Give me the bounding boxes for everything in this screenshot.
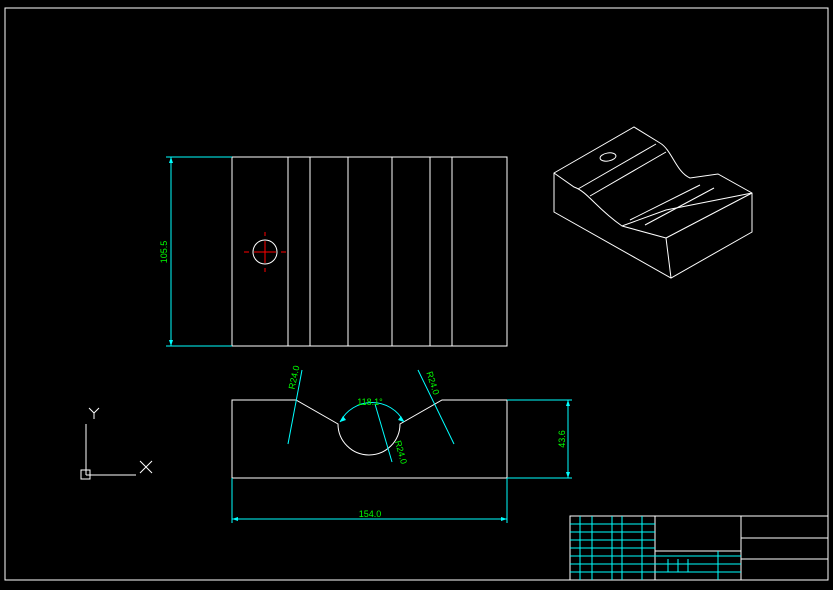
- iso-edge: [621, 225, 667, 239]
- iso-groove-line: [644, 187, 715, 226]
- top-view[interactable]: [231, 156, 508, 347]
- dim-text-radius-bottom: R24.0: [393, 439, 409, 465]
- dim-height-left[interactable]: [166, 156, 232, 347]
- dim-text-angle: 118.1°: [357, 397, 383, 407]
- front-view[interactable]: [231, 399, 508, 479]
- iso-groove-line: [629, 184, 701, 221]
- iso-edge: [665, 192, 753, 239]
- dim-text-radius-left: R24.0: [287, 365, 302, 391]
- title-block-grid: [570, 516, 741, 580]
- dim-width-bottom[interactable]: [231, 478, 508, 523]
- iso-groove-line: [577, 143, 657, 190]
- dim-text-height-right: 43.6: [557, 430, 567, 448]
- front-view-outline: [231, 399, 508, 479]
- iso-groove-line: [589, 151, 667, 197]
- dim-text-radius-right: R24.0: [424, 370, 441, 396]
- dim-angle[interactable]: [339, 401, 405, 423]
- drawing-border: [4, 7, 829, 581]
- hole-circle: [252, 239, 278, 265]
- iso-outline: [553, 126, 753, 279]
- isometric-view[interactable]: [553, 126, 753, 279]
- iso-edge: [553, 172, 753, 227]
- top-view-outline: [231, 156, 508, 347]
- dim-text-height-left: 105.5: [159, 241, 169, 264]
- dim-height-right[interactable]: [507, 399, 572, 479]
- ucs-icon: [80, 407, 153, 480]
- iso-hole: [599, 152, 617, 162]
- iso-edge: [665, 237, 672, 279]
- radius-leaders: [287, 369, 455, 463]
- hole-center-mark: [244, 232, 286, 272]
- dim-text-width-bottom: 154.0: [359, 509, 382, 519]
